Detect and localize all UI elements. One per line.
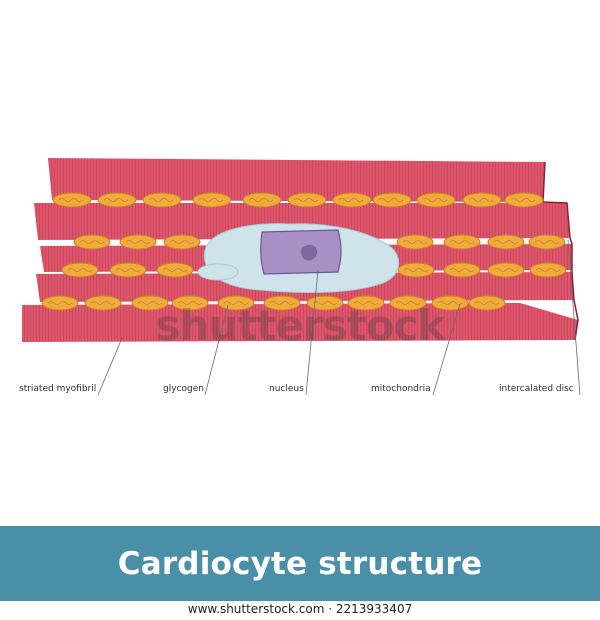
- mitochondrion-cristae: [137, 301, 163, 305]
- glycogen-granule: [197, 263, 239, 281]
- footer-credit: www.shutterstock.com · 2213933407: [187, 602, 413, 616]
- mitochondrion: [372, 192, 412, 208]
- mitochondrion-cristae: [535, 268, 561, 272]
- mitochondrion-cristae: [198, 198, 224, 202]
- mitochondrion-cristae: [378, 198, 404, 202]
- muscle-fiber: [34, 203, 570, 240]
- leader-lines: [97, 239, 581, 396]
- mitochondrion-cristae: [510, 198, 536, 202]
- mitochondrion-cristae: [493, 268, 519, 272]
- mitochondrion-cristae: [403, 268, 429, 272]
- muscle-fiber: [22, 303, 578, 342]
- label-glycogen: glycogen: [163, 384, 204, 394]
- mitochondrion-cristae: [115, 268, 141, 272]
- mitochondrion-cristae: [269, 301, 295, 305]
- mitochondrion: [97, 192, 137, 208]
- mitochondrion: [416, 192, 456, 208]
- mitochondrion: [504, 192, 544, 208]
- title-banner: Cardiocyte structure: [0, 526, 600, 601]
- mitochondrion: [142, 192, 182, 208]
- mitochondrion-cristae: [402, 240, 428, 244]
- mitochondria-group: [41, 192, 567, 311]
- cardiocyte-diagram: [22, 158, 581, 396]
- mitochondrion-cristae: [47, 301, 73, 305]
- label-striated-myofibril: striated myofibril: [19, 384, 97, 394]
- mitochondrion-cristae: [67, 268, 93, 272]
- mitochondrion: [462, 192, 502, 208]
- mitochondrion: [242, 192, 282, 208]
- mitochondrion-cristae: [169, 240, 195, 244]
- mitochondrion: [287, 192, 327, 208]
- mitochondrion-cristae: [437, 301, 463, 305]
- mitochondrion-cristae: [353, 301, 379, 305]
- mitochondrion-cristae: [223, 301, 249, 305]
- mitochondrion-cristae: [125, 240, 151, 244]
- mitochondrion-cristae: [338, 198, 364, 202]
- page-title: Cardiocyte structure: [117, 545, 483, 582]
- mitochondrion-cristae: [90, 301, 116, 305]
- mitochondrion-cristae: [293, 198, 319, 202]
- mitochondrion-cristae: [474, 301, 500, 305]
- mitochondrion-cristae: [312, 301, 338, 305]
- label-intercalated-disc: intercalated disc: [499, 384, 574, 394]
- mitochondrion: [52, 192, 92, 208]
- mitochondrion-cristae: [449, 268, 475, 272]
- mitochondrion-cristae: [468, 198, 494, 202]
- intercalated-disc-line: [542, 161, 579, 341]
- muscle-fiber: [48, 158, 545, 202]
- mitochondrion-cristae: [162, 268, 188, 272]
- mitochondrion-cristae: [148, 198, 174, 202]
- mitochondrion-cristae: [79, 240, 105, 244]
- mitochondrion-cristae: [534, 240, 560, 244]
- mitochondrion-cristae: [395, 301, 421, 305]
- mitochondrion-cristae: [177, 301, 203, 305]
- mitochondrion-cristae: [449, 240, 475, 244]
- mitochondrion: [192, 192, 232, 208]
- nucleolus-shape: [300, 244, 318, 261]
- mitochondrion-cristae: [248, 198, 274, 202]
- label-nucleus: nucleus: [269, 384, 304, 394]
- mitochondrion-cristae: [103, 198, 129, 202]
- label-mitochondria: mitochondria: [371, 384, 431, 394]
- mitochondrion-cristae: [493, 240, 519, 244]
- mitochondrion-cristae: [422, 198, 448, 202]
- mitochondrion-cristae: [58, 198, 84, 202]
- mitochondrion: [332, 192, 372, 208]
